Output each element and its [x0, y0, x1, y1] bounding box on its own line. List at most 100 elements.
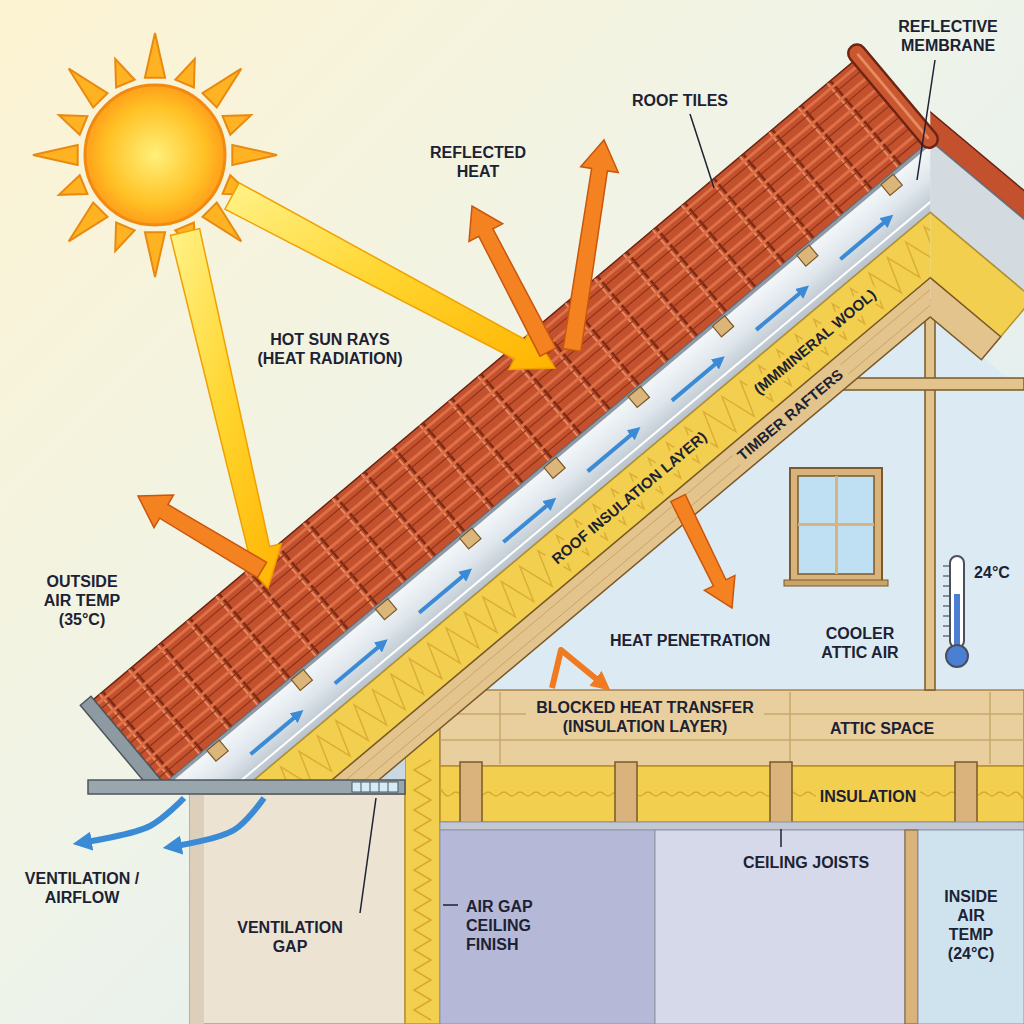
wall-insulation-fibre — [414, 760, 431, 1020]
room-panel — [655, 830, 905, 1024]
thermometer-bulb — [946, 645, 968, 667]
leader-line — [917, 60, 935, 180]
reflective-membrane — [164, 64, 930, 781]
space-label: ATTIC SPACE — [826, 718, 938, 739]
label-holder: BLOCKED HEAT TRANSFER (INSULATION LAYER) — [526, 697, 764, 737]
ceiling-finish — [440, 822, 1024, 830]
room-panel — [918, 830, 1024, 1024]
vent-slat — [361, 782, 362, 792]
thermometer-tick — [943, 625, 950, 626]
ceiling-joist — [955, 762, 977, 826]
ridge-cap-outline — [857, 53, 929, 139]
label-holder: REFLECTIVE MEMBRANE — [884, 16, 1012, 56]
thermometer-tick — [943, 615, 950, 616]
gap-airflow-arrow — [335, 645, 381, 684]
roof-batten — [207, 740, 228, 761]
part-label: REFLECTIVE MEMBRANE — [884, 16, 1012, 56]
tile-course — [858, 55, 930, 142]
temperature-label: 24°C — [970, 562, 1014, 583]
ridge-cap-shine — [858, 55, 927, 138]
sun-ray — [203, 69, 242, 108]
sun-ray — [33, 145, 78, 165]
roof-batten — [291, 670, 312, 691]
gap-airflow-arrow — [419, 574, 465, 613]
label-holder: VENTILATION GAP — [226, 917, 354, 957]
heat-label: REFLECTED HEAT — [417, 142, 540, 182]
roof-batten — [460, 528, 481, 549]
soffit-board — [88, 780, 405, 794]
collar-tie — [840, 378, 1024, 390]
wall-stud — [905, 830, 918, 1024]
roof-batten — [544, 457, 565, 478]
label-holder: INSULATION — [816, 786, 921, 807]
insulation-fibre — [440, 788, 1024, 800]
gap-airflow-arrow — [840, 221, 886, 260]
tile-groove — [132, 105, 913, 761]
floor-plank-seam — [499, 692, 501, 764]
temperature-label: INSIDE AIR TEMP (24°C) — [936, 886, 1006, 964]
label-holder: HOT SUN RAYS (HEAT RADIATION) — [244, 329, 417, 369]
part-label: VENTILATION GAP — [226, 917, 354, 957]
heat-penetration-arrow — [671, 495, 735, 609]
sun-ray — [69, 203, 108, 242]
roof-left-slope — [80, 55, 930, 780]
thermometer-tick — [943, 575, 950, 576]
window-sill — [784, 580, 888, 586]
tile-groove — [151, 128, 930, 780]
timber-rafter — [930, 170, 1000, 360]
floor-plank-seam — [989, 692, 991, 764]
floor-plank-line — [440, 739, 1024, 741]
tile-ridge — [138, 112, 919, 768]
label-holder: ROOF TILES — [628, 90, 732, 111]
window-glass — [798, 476, 874, 574]
part-label: CEILING JOISTS — [739, 852, 873, 873]
ceiling-joist — [615, 762, 637, 826]
eave-gutter — [80, 696, 168, 780]
air-label: COOLER ATTIC AIR — [806, 623, 914, 663]
label-holder: HEAT PENETRATION — [606, 630, 774, 651]
attic-floor — [440, 690, 1024, 766]
gap-airflow-arrow — [672, 362, 718, 401]
sun-ray-arrow — [225, 183, 555, 370]
roof-batten — [881, 174, 902, 195]
label-holder: AIR GAP CEILING FINISH — [462, 896, 555, 955]
sun-ray — [175, 59, 195, 88]
sun-ray — [145, 33, 165, 78]
roof-batten — [375, 599, 396, 620]
sun-ray — [69, 69, 108, 108]
leader-line — [690, 114, 714, 188]
label-holder: REFLECTED HEAT — [417, 142, 540, 182]
heat-label: BLOCKED HEAT TRANSFER (INSULATION LAYER) — [526, 697, 764, 737]
sun — [33, 33, 277, 277]
ceiling-insulation — [440, 766, 1024, 822]
mineral-wool-fibre — [207, 119, 930, 780]
floor-plank-seam — [789, 692, 791, 764]
thermometer-tick — [943, 605, 950, 606]
part-label: ROOF TILES — [628, 90, 732, 111]
sun-ray — [232, 145, 277, 165]
thermometer-tick — [943, 565, 950, 566]
sun-ray — [59, 175, 88, 195]
airflow-arrow — [176, 798, 264, 846]
airflow-label: VENTILATION / AIRFLOW — [13, 868, 151, 908]
part-label: AIR GAP CEILING FINISH — [462, 896, 555, 955]
label-holder: OUTSIDE AIR TEMP (35°C) — [32, 571, 132, 630]
membrane-shine — [195, 100, 931, 780]
leader-line — [780, 829, 782, 847]
ridge-cap — [857, 53, 929, 139]
king-post — [925, 300, 935, 690]
sun-ray — [115, 223, 135, 252]
ceiling-joist — [770, 762, 792, 826]
membrane-sheet — [166, 65, 931, 780]
sun-ray — [115, 59, 135, 88]
heat-label: HEAT PENETRATION — [606, 630, 774, 651]
gap-airflow-arrow — [503, 504, 549, 543]
temperature-label: OUTSIDE AIR TEMP (35°C) — [32, 571, 132, 630]
roof-right-slope — [930, 72, 1024, 359]
thermometer-fluid — [954, 594, 960, 650]
leader-line — [443, 904, 458, 906]
sun-ray — [59, 115, 88, 135]
window-bar — [798, 523, 874, 526]
wall-face — [190, 794, 405, 1024]
soffit-vent — [352, 782, 398, 792]
